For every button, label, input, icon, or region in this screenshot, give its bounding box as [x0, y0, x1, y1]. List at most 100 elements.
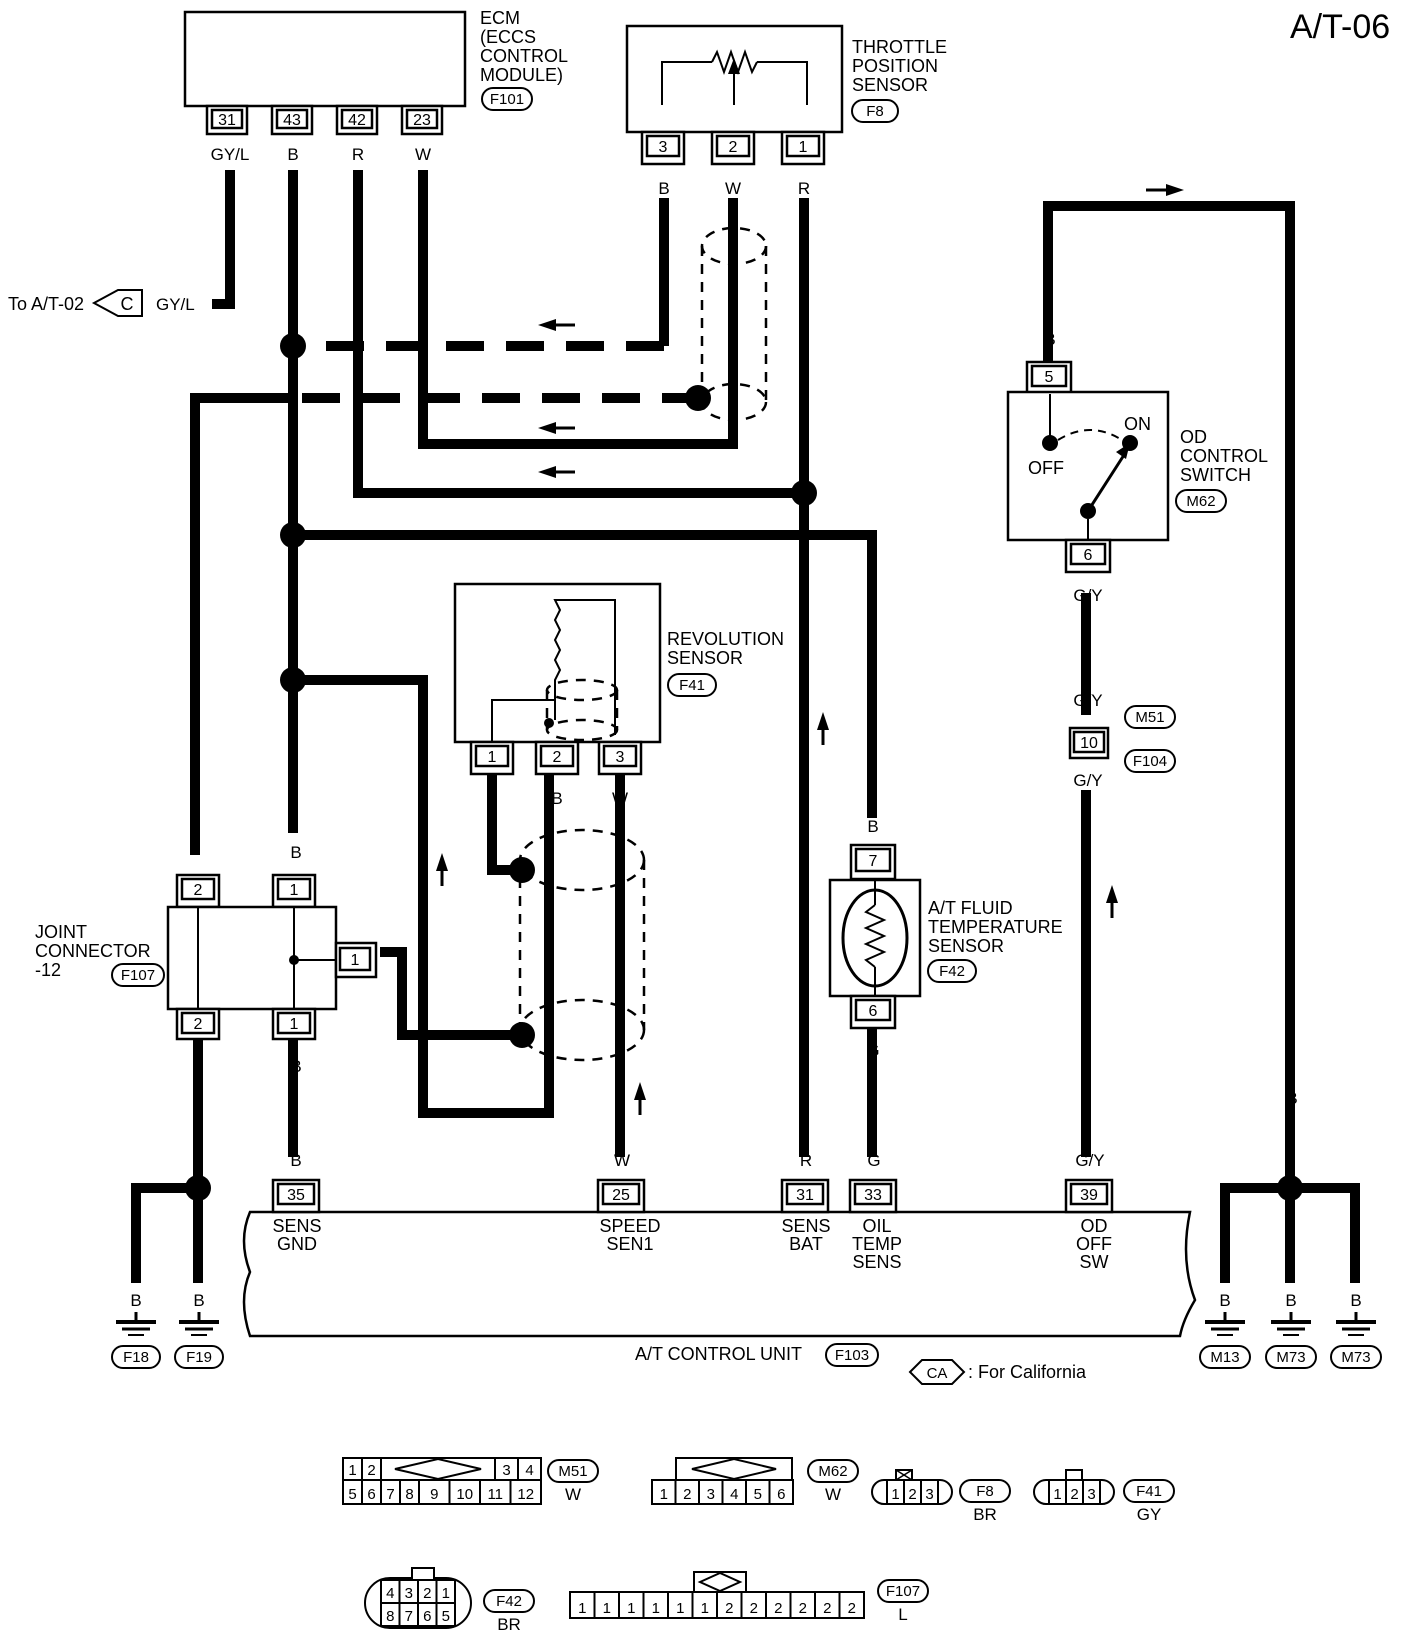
rev-sensor-ref: F41	[679, 677, 705, 694]
m62-cell: 1	[660, 1486, 668, 1503]
ground-symbol-f19	[179, 1312, 219, 1336]
wire-label-joint1-top: B	[290, 843, 301, 862]
m51-cell: 9	[430, 1486, 438, 1503]
tcu-pin-33: 33	[848, 1178, 898, 1214]
f107-cell: 1	[701, 1600, 709, 1617]
f41-cell: 2	[1070, 1486, 1078, 1503]
wire-label-rev2: B	[551, 789, 562, 808]
ft-pin-6: 6	[849, 994, 897, 1030]
tcu-pin-39: 39	[1064, 1178, 1114, 1214]
wire-label-od6: G/Y	[1073, 586, 1102, 605]
inline-ref-top: M51	[1135, 709, 1164, 726]
wire-label-tcu33: G	[867, 1151, 880, 1170]
f42-cell: 4	[386, 1585, 394, 1602]
svg-text:2: 2	[553, 749, 562, 766]
f107-cell: 2	[750, 1600, 758, 1617]
f107-cell: 2	[799, 1600, 807, 1617]
wires	[131, 170, 1360, 1283]
flow-arrows	[436, 184, 1184, 1115]
wire-label-od5: B	[1044, 330, 1055, 349]
wire-label-rev3: W	[612, 789, 628, 808]
grounds: B B B B B B F18 F19 M13 M73 M73	[111, 1089, 1382, 1369]
rev-sensor-name: REVOLUTION SENSOR	[667, 629, 789, 668]
svg-text:43: 43	[283, 112, 301, 129]
m62-cell: 4	[730, 1486, 738, 1503]
wire-label-gnd-m13: B	[1219, 1291, 1230, 1310]
ecm-pin-43: 43	[270, 104, 314, 136]
f8-cell: 1	[891, 1486, 899, 1503]
tps-ref: F8	[866, 103, 884, 120]
f42-color: BR	[497, 1615, 521, 1634]
m62-ref: M62	[818, 1463, 847, 1480]
f8-color: BR	[973, 1505, 997, 1524]
svg-text:10: 10	[1080, 735, 1098, 752]
wire-label-ft6: G	[866, 1041, 879, 1060]
joint-ref: F107	[121, 967, 155, 984]
f8-cell: 2	[908, 1486, 916, 1503]
f107-cell: 1	[578, 1600, 586, 1617]
ecm-pin-23: 23	[400, 104, 444, 136]
wire-label-right-ground: B	[1286, 1089, 1297, 1108]
m62-color: W	[825, 1485, 841, 1504]
offpage-connector: To A/T-02 C GY/L	[8, 289, 195, 317]
legend-text: : For California	[968, 1362, 1087, 1382]
joint-pin-bottom-2: 2	[175, 1007, 221, 1041]
f107-ref: F107	[886, 1583, 920, 1600]
m51-cell: 4	[525, 1462, 533, 1479]
tps-name: THROTTLE POSITION SENSOR	[852, 37, 952, 95]
wire-label-ecm23: W	[415, 145, 431, 164]
wire-label-ecm42: R	[352, 145, 364, 164]
inline-ref-bottom: F104	[1133, 753, 1167, 770]
m62-cell: 3	[707, 1486, 715, 1503]
svg-text:6: 6	[869, 1003, 878, 1020]
ground-ref-f19: F19	[186, 1349, 212, 1366]
od-switch-ref: M62	[1186, 493, 1215, 510]
f41-cell: 3	[1087, 1486, 1095, 1503]
junction-dots	[185, 333, 1303, 1201]
svg-text:3: 3	[659, 139, 668, 156]
ecm-ref: F101	[490, 91, 524, 108]
m51-ref: M51	[558, 1463, 587, 1480]
svg-text:42: 42	[348, 112, 366, 129]
f107-color: L	[898, 1605, 907, 1624]
m62-cell: 2	[683, 1486, 691, 1503]
fluid-temp-name: A/T FLUID TEMPERATURE SENSOR	[928, 898, 1068, 956]
m51-color: W	[565, 1485, 581, 1504]
m51-cell: 1	[348, 1462, 356, 1479]
f8-ref: F8	[976, 1483, 994, 1500]
f107-cell: 2	[774, 1600, 782, 1617]
tps-pin-1: 1	[780, 130, 826, 166]
joint-pin-top-2: 2	[175, 873, 221, 909]
f107-cell: 1	[627, 1600, 635, 1617]
f42-cell: 5	[442, 1608, 450, 1625]
rev-pin-1: 1	[469, 740, 515, 776]
revolution-sensor: REVOLUTION SENSOR F41 1 2 3	[453, 582, 789, 776]
f107-cell: 1	[603, 1600, 611, 1617]
ecm-module: ECM (ECCS CONTROL MODULE) F101 31 43 42 …	[183, 8, 572, 136]
ecm-name: ECM (ECCS CONTROL MODULE)	[480, 8, 572, 85]
f41-color: GY	[1137, 1505, 1162, 1524]
svg-text:1: 1	[351, 952, 360, 969]
throttle-position-sensor: THROTTLE POSITION SENSOR F8 3 2 1	[625, 24, 952, 166]
f107-cell: 2	[725, 1600, 733, 1617]
svg-text:33: 33	[864, 1187, 882, 1204]
od-on-label: ON	[1124, 414, 1151, 434]
wire-label-ecm43: B	[287, 145, 298, 164]
f8-cell: 3	[925, 1486, 933, 1503]
svg-text:1: 1	[290, 882, 299, 899]
svg-text:5: 5	[1045, 369, 1054, 386]
joint-name: JOINT CONNECTOR -12	[35, 922, 156, 980]
m51-cell: 6	[367, 1486, 375, 1503]
offpage-text: To A/T-02	[8, 294, 84, 314]
wire-label-tcu35: B	[290, 1151, 301, 1170]
svg-text:1: 1	[290, 1016, 299, 1033]
